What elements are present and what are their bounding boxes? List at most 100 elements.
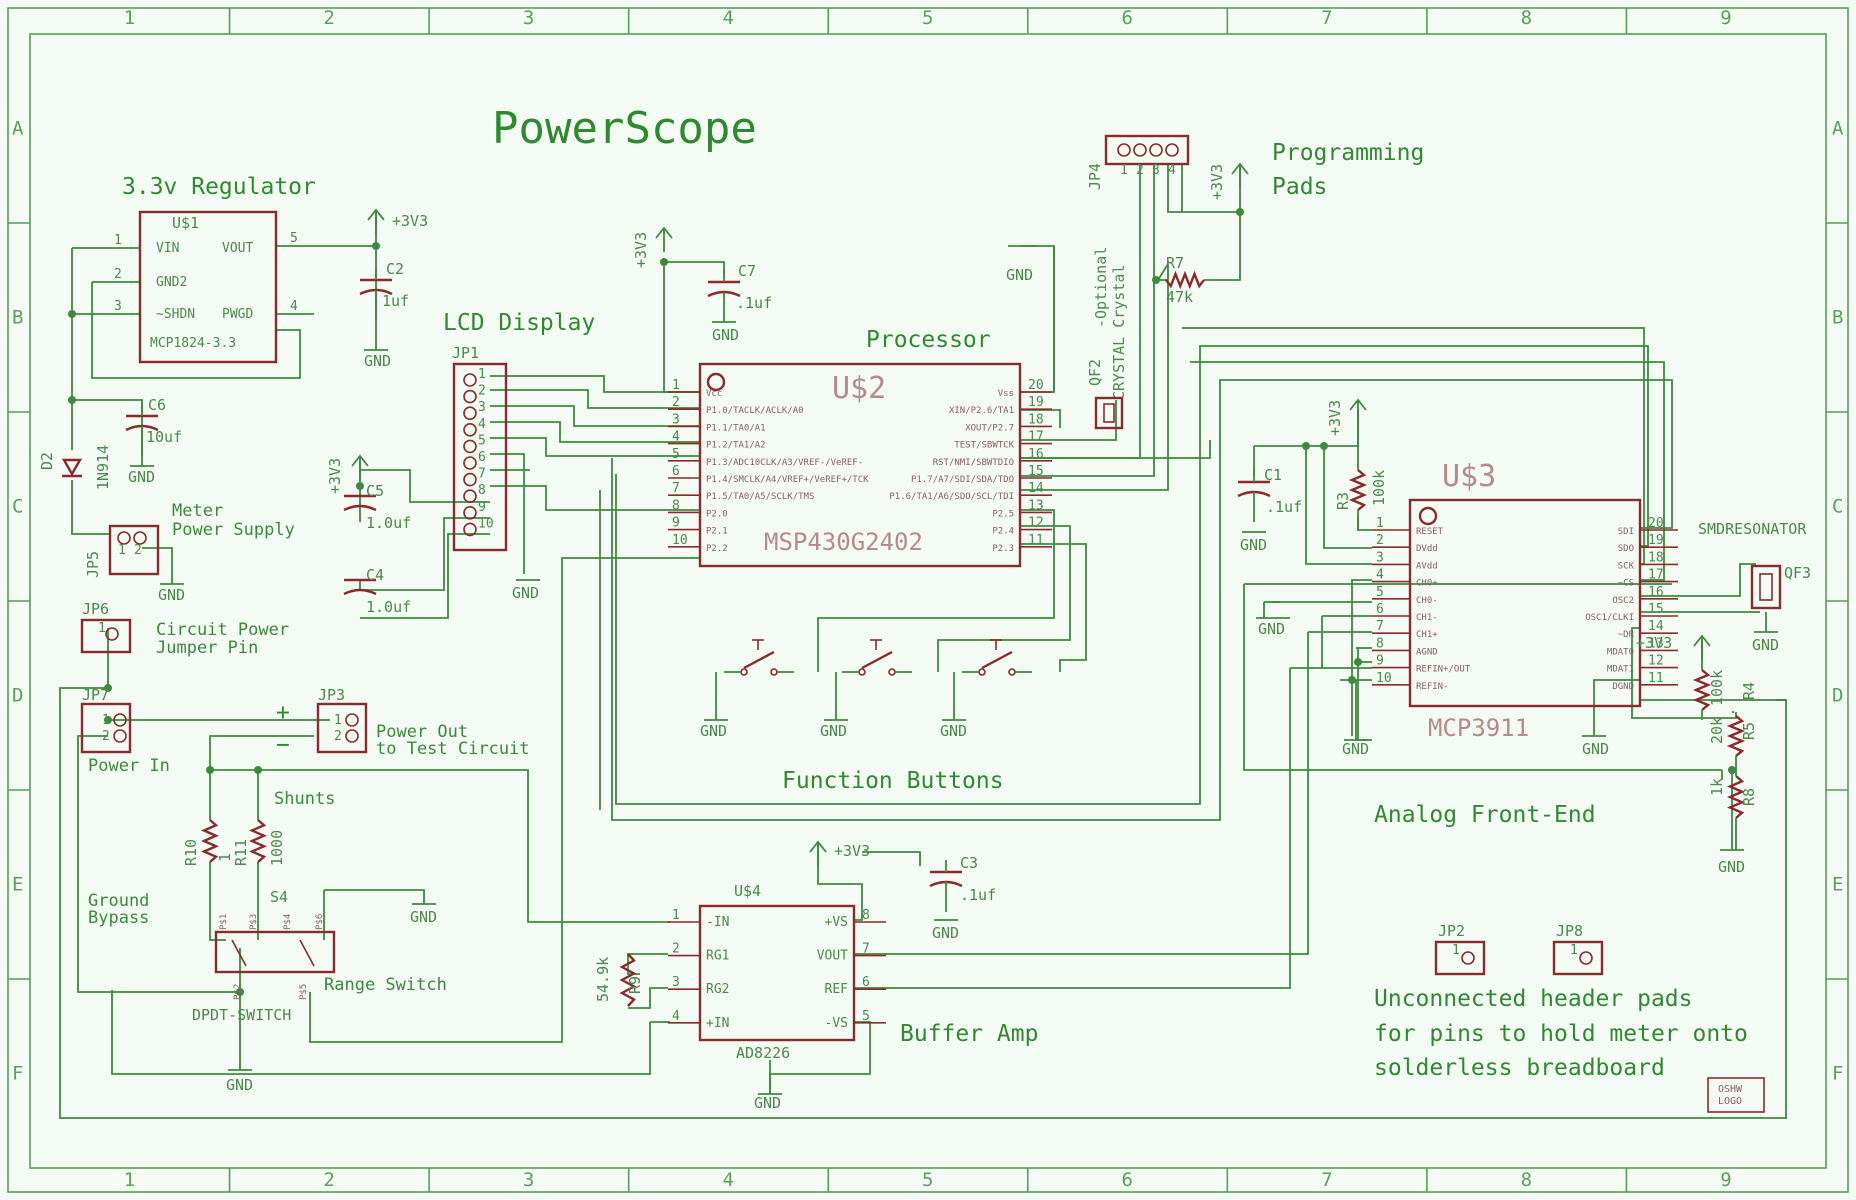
v33-reg-label: +3V3	[392, 212, 428, 230]
u2-left-pin-number: 3	[672, 412, 680, 427]
c7-capacitor	[707, 270, 741, 322]
c2-capacitor	[359, 268, 393, 320]
u2-right-pin-name: P2.4	[992, 527, 1014, 537]
r10-resistor	[201, 819, 219, 863]
v33-lcd-supply: +3V3	[326, 454, 369, 494]
gnd-jp5-symbol: GND	[158, 583, 185, 604]
supply-symbols: +3V3+3V3+3V3+3V3+3V3+3V3+3V3	[326, 162, 1711, 866]
r11-resistor	[249, 819, 267, 863]
diode-d2: D2 1N914	[38, 445, 112, 490]
u4-left-pin-number: 4	[672, 1009, 680, 1024]
u3-left-pin-number: 5	[1376, 585, 1384, 600]
r3-resistor	[1348, 469, 1368, 511]
c1-ref: C1	[1264, 466, 1282, 484]
gnd-switch-label: GND	[226, 1076, 253, 1094]
grid-row-B-right: B	[1832, 307, 1843, 329]
u3-left-pin-name: CH1-	[1416, 613, 1438, 623]
u3-right-pin-number: 19	[1648, 533, 1664, 548]
svg-text:2: 2	[114, 267, 122, 282]
grid-row-D-left: D	[12, 685, 23, 707]
u2-right-pin-number: 18	[1028, 412, 1044, 427]
svg-text:JP1: JP1	[452, 344, 479, 362]
buffer-amp-label: Buffer Amp	[900, 1021, 1038, 1047]
svg-text:1: 1	[334, 713, 342, 728]
u3-left-pin-number: 1	[1376, 516, 1384, 531]
u3-right-pin-number: 20	[1648, 516, 1664, 531]
jp3-power-out: 1 2 JP3	[316, 686, 368, 754]
u4-right-pin-name: REF	[825, 982, 849, 997]
r7-value: 47k	[1166, 288, 1193, 306]
jp1-pin-number: 10	[478, 516, 494, 531]
c7-ref: C7	[738, 262, 756, 280]
jp1-pin	[463, 489, 477, 504]
svg-text:U$3: U$3	[1442, 459, 1496, 494]
gnd-ch0-label: GND	[1258, 620, 1285, 638]
u3-left-pin-name: AGND	[1416, 647, 1438, 657]
svg-text:U$1: U$1	[172, 214, 199, 232]
u2-right-pin-number: 15	[1028, 464, 1044, 479]
svg-text:5: 5	[290, 231, 298, 246]
u2-right-pin-name: Vss	[998, 389, 1014, 399]
u3-left-pin-name: DVdd	[1416, 544, 1438, 554]
jp1-pin	[463, 472, 477, 487]
jp1-pin	[463, 522, 477, 537]
r8-ref: R8	[1740, 788, 1758, 806]
u3-right-pin-name: DGND	[1612, 682, 1634, 692]
v33-proc-label: +3V3	[632, 232, 650, 268]
grid-row-C-left: C	[12, 496, 23, 518]
jp1-pin	[463, 406, 477, 421]
ground-bypass-label-1: Ground	[88, 891, 149, 911]
jp1-pin-number: 7	[478, 467, 486, 482]
svg-text:SMDRESONATOR: SMDRESONATOR	[1698, 520, 1807, 538]
u2-left-pin-number: 4	[672, 430, 680, 445]
svg-text:U$2: U$2	[832, 371, 886, 406]
jp1-pin-number: 5	[478, 433, 486, 448]
svg-text:PWGD: PWGD	[222, 307, 253, 322]
c2-ref: C2	[386, 260, 404, 278]
u3-right-pin-name: OSC2	[1612, 596, 1634, 606]
gnd-btn3-symbol: GND	[940, 719, 967, 740]
svg-text:MCP3911: MCP3911	[1428, 714, 1529, 742]
grid-col-5-bottom: 5	[922, 1169, 933, 1191]
ground-bypass-label-2: Bypass	[88, 908, 149, 928]
u2-left-pin-number: 9	[672, 516, 680, 531]
function-button-switches	[724, 639, 1032, 676]
u4-right-pin-number: 6	[862, 975, 870, 990]
svg-text:JP8: JP8	[1556, 922, 1583, 940]
u3-right-pin-name: MDAT1	[1607, 665, 1634, 675]
gnd-qf3-symbol: GND	[1752, 631, 1779, 654]
capacitors	[125, 268, 1271, 912]
unconnected-label-2: for pins to hold meter onto	[1374, 1021, 1748, 1047]
svg-text:P$3: P$3	[249, 914, 259, 930]
circuit-power-label-1: Circuit Power	[156, 620, 289, 640]
c3-value: .1uf	[960, 886, 996, 904]
u4-right-pin-name: +VS	[825, 915, 848, 930]
u2-left-pin-name: P1.0/TACLK/ACLK/A0	[706, 406, 804, 416]
u3-left-pin-number: 2	[1376, 533, 1384, 548]
r11-value: 1000	[268, 830, 286, 866]
programming-label-2: Pads	[1272, 174, 1327, 200]
grid-col-2-top: 2	[323, 7, 334, 29]
v33-lcd-label: +3V3	[326, 458, 344, 494]
r5-value: 20k	[1708, 717, 1726, 744]
u4-left-pin-name: RG2	[706, 982, 729, 997]
r3-ref: R3	[1334, 492, 1352, 510]
grid-col-7-top: 7	[1321, 7, 1332, 29]
u3-left-pin-name: CH0+	[1416, 579, 1438, 589]
gnd-agnd-label: GND	[1342, 740, 1369, 758]
gnd-c2-label: GND	[364, 352, 391, 370]
u2-left-pin-name: P1.4/SMCLK/A4/VREF+/VeREF+/TCK	[706, 475, 869, 485]
svg-text:JP6: JP6	[82, 600, 109, 618]
u2-right-pin-number: 20	[1028, 378, 1044, 393]
r10-ref: R10	[182, 839, 200, 866]
svg-text:1: 1	[98, 621, 106, 636]
jp4-pin-number: 3	[1152, 163, 1160, 178]
jp4-pin	[1149, 143, 1163, 157]
c4-capacitor	[343, 578, 377, 596]
jp1-pin-number: 3	[478, 400, 486, 415]
gnd-c6-symbol: GND	[128, 465, 155, 486]
qf2-crystal: QF2	[1086, 359, 1124, 430]
gnd-c7-label: GND	[712, 326, 739, 344]
svg-text:P$6: P$6	[315, 914, 325, 930]
jp4-pin-number: 2	[1136, 163, 1144, 178]
